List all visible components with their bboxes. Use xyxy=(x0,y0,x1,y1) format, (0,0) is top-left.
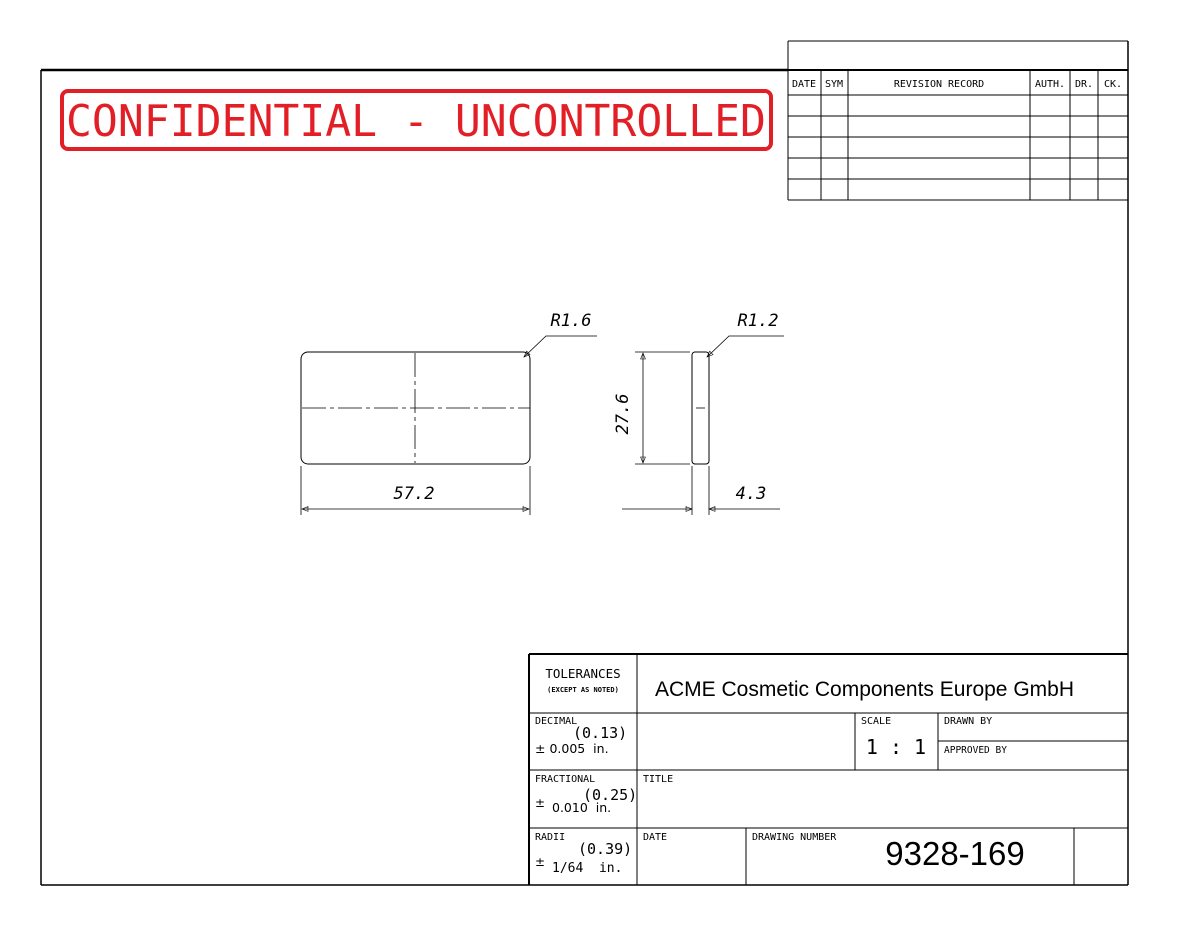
radii-label: RADII xyxy=(535,832,565,843)
drawing-number-label: DRAWING NUMBER xyxy=(752,832,837,843)
revision-header-date: DATE xyxy=(792,79,816,90)
title-label: TITLE xyxy=(643,774,673,785)
decimal-metric: (0.13) xyxy=(573,724,627,742)
fractional-tolerance: 0.010 in. xyxy=(552,800,611,815)
date-label: DATE xyxy=(643,832,667,843)
sheet-border xyxy=(40,41,1129,886)
tolerances-title: TOLERANCES xyxy=(545,666,620,681)
thickness-dimension-label: 4.3 xyxy=(736,484,767,504)
fractional-label: FRACTIONAL xyxy=(535,774,595,785)
side-radius-label: R1.2 xyxy=(738,311,779,331)
tolerances-subtitle: (EXCEPT AS NOTED) xyxy=(547,686,619,694)
drawn-by-label: DRAWN BY xyxy=(944,716,992,727)
drawing-number-value: 9328-169 xyxy=(885,835,1024,872)
revision-header-record: REVISION RECORD xyxy=(894,79,984,90)
decimal-label: DECIMAL xyxy=(535,716,577,727)
company-name: ACME Cosmetic Components Europe GmbH xyxy=(655,678,1074,701)
scale-label: SCALE xyxy=(861,716,891,727)
revision-header-sym: SYM xyxy=(825,79,843,90)
front-radius-leader xyxy=(523,335,597,358)
stamp-frame xyxy=(60,89,773,151)
radii-plusminus: ± xyxy=(535,855,545,869)
revision-header-dr: DR. xyxy=(1075,79,1093,90)
approved-by-label: APPROVED BY xyxy=(944,745,1007,756)
revision-header-auth: AUTH. xyxy=(1035,79,1065,90)
front-view xyxy=(300,335,597,515)
front-radius-label: R1.6 xyxy=(551,311,592,331)
revision-block xyxy=(787,40,1128,201)
side-radius-leader xyxy=(706,335,784,358)
radii-metric: (0.39) xyxy=(578,840,632,858)
scale-value: 1 : 1 xyxy=(866,735,926,759)
fractional-metric: (0.25) xyxy=(583,786,637,804)
revision-header-ck: CK. xyxy=(1104,79,1122,90)
title-block xyxy=(528,653,1128,885)
side-view xyxy=(622,335,784,515)
fractional-plusminus: ± xyxy=(535,796,545,810)
radii-tolerance: 1/64 in. xyxy=(552,861,622,876)
side-view-outline xyxy=(691,351,710,465)
stamp-text: CONFIDENTIAL - UNCONTROLLED xyxy=(66,96,766,147)
height-dimension-label: 27.6 xyxy=(613,394,633,435)
confidential-stamp: CONFIDENTIAL - UNCONTROLLED xyxy=(60,89,773,151)
width-dimension-label: 57.2 xyxy=(394,484,435,504)
decimal-tolerance: ± 0.005 in. xyxy=(535,741,609,756)
